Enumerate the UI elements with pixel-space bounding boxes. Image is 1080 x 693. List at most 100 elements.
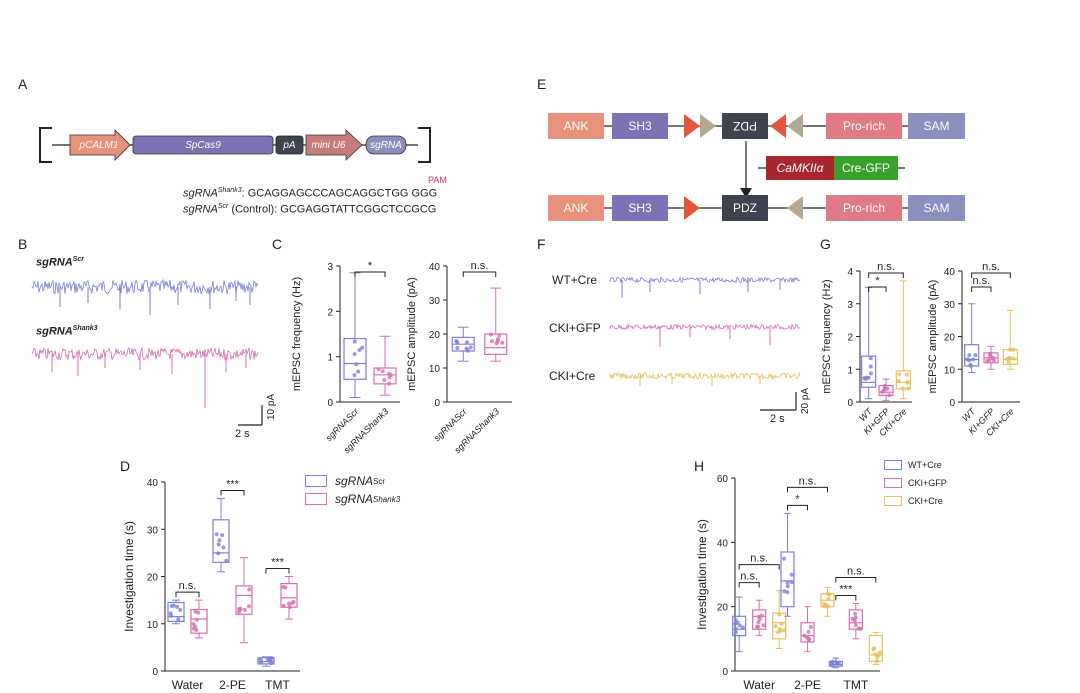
- chart-d-y-tick-label: 40: [147, 478, 159, 489]
- seq-scr-row: sgRNAScr (Control): GCGAGGTATTCGGCTCCGCG: [183, 203, 436, 216]
- legend-d-swatch-scr: [305, 475, 327, 487]
- chart-h-box-0-0-point: [734, 626, 739, 631]
- chart-d-y-tick-label: 30: [147, 525, 159, 536]
- chart-g-right-box-0-point: [971, 357, 976, 362]
- chart-d-box-0-0-point: [176, 617, 181, 622]
- chart-h-box-1-0-point: [782, 589, 787, 594]
- chart-g-left-box-0-point: [862, 376, 867, 381]
- chart-c-left-box-1-point: [382, 377, 387, 382]
- chart-h-box-1-1-box: [800, 622, 815, 643]
- chart-h-box-2-2-point: [875, 659, 880, 664]
- chart-h-box-1-0-point: [785, 584, 790, 589]
- chart-d-box-0-0-box: [167, 601, 185, 622]
- chart-h-sig-0-bracket: [738, 582, 760, 588]
- chart-g-left-sig-1-bracket: [868, 272, 904, 278]
- u6-box: mini U6: [311, 139, 346, 151]
- seq-shank3-seq: : GCAGGAGCCCAGCAGGCTGG GGG: [241, 187, 438, 200]
- chart-d-box-2-1-point: [291, 599, 296, 604]
- panel-label-g: G: [820, 236, 831, 252]
- chart-g-right-box-1-point: [985, 358, 990, 363]
- chart-g-right-sig-1-label: n.s.: [982, 261, 1000, 273]
- chart-h-box-1-0-point: [789, 580, 794, 585]
- seq-shank3-sup: Shank3: [217, 187, 242, 194]
- chart-h-box-0-0-box: [732, 615, 747, 637]
- legend-h-swatch-cre: [884, 496, 902, 506]
- chart-h-box-0-0-point: [740, 625, 745, 630]
- chart-g-right-box-2-point: [1011, 356, 1016, 361]
- chart-c-right-box-1-point: [488, 332, 493, 337]
- chart-c-left-sig-0-bracket: [354, 271, 386, 277]
- chart-d-box-2-0-point: [259, 660, 264, 665]
- chart-g-right-sig-1-bracket: [971, 272, 1011, 278]
- panel-label-a: A: [18, 76, 28, 92]
- chart-d-box-1-0-point: [221, 545, 226, 550]
- panel-label-b: B: [18, 236, 28, 252]
- chart-h-sig-5-bracket: [835, 576, 877, 583]
- chart-d-box-1-1-box: [235, 585, 253, 615]
- trace-b-bottom-sup: Shank3: [72, 325, 98, 332]
- legend-h-swatch-gfp: [884, 478, 902, 488]
- trace-b-svg: [31, 278, 263, 426]
- trace-b-bottom-label: sgRNAShank3: [36, 325, 98, 338]
- chart-g-right-box-0-point: [967, 353, 972, 358]
- chart-h-sig-3-label: n.s.: [799, 475, 817, 487]
- legend-h-item: CKI+GFP: [884, 478, 947, 488]
- chart-d-sig-1-label: ***: [226, 479, 240, 491]
- chart-h-box-1-2-point: [825, 591, 830, 596]
- chart-d-box-0-1-point: [196, 610, 201, 615]
- legend-h-gfp: CKI+GFP: [908, 478, 947, 488]
- chart-h-box-0-2-point: [781, 628, 786, 633]
- legend-h-swatch-wt: [884, 460, 902, 470]
- chart-c-left-y-label: mEPSC frequency (Hz): [291, 277, 303, 391]
- chart-h-x-tick-label: TMT: [844, 678, 869, 692]
- chart-d-y-tick-label: 0: [152, 667, 158, 678]
- chart-d-y-tick-label: 20: [147, 573, 159, 584]
- chart-g-left-y-tick-label: 1: [847, 365, 853, 376]
- cre-box: Cre-GFP: [834, 156, 898, 180]
- seq-scr-seq: (Control): GCGAGGTATTCGGCTCCGCG: [228, 203, 437, 216]
- chart-g-left-box-0-point: [866, 375, 871, 380]
- chart-g-right-box-2-point: [1006, 356, 1011, 361]
- chart-g-right-y-tick-label: 30: [944, 300, 956, 311]
- legend-h-cre: CKI+Cre: [908, 496, 943, 506]
- seq-scr-sup: Scr: [217, 203, 229, 210]
- chart-c-right-y-tick-label: 30: [429, 296, 441, 307]
- chart-c-left-box-0-box: [343, 337, 367, 380]
- chart-h-box-0-0-point: [733, 618, 738, 623]
- sam-box-bottom: SAM: [908, 195, 965, 221]
- chart-g-right-y-tick-label: 20: [944, 333, 956, 344]
- chart-d-box-0-0-point: [175, 604, 180, 609]
- chart-h-box-0-1-point: [757, 617, 762, 622]
- trace-f-scale-x: 2 s: [770, 413, 785, 425]
- chart-c-right-y-tick-label: 10: [429, 364, 441, 375]
- chart-h-sig-4-bracket: [835, 594, 857, 601]
- chart-h-box-0-0-point: [737, 623, 742, 628]
- chart-g-left-box-0-point: [868, 364, 873, 369]
- chart-c-left-y-tick-label: 3: [327, 262, 333, 273]
- chart-h-box-2-2-point: [873, 652, 878, 657]
- chart-d-box-2-0-box: [257, 657, 275, 665]
- chart-c-right-box-0-point: [455, 340, 460, 345]
- chart-d-box-2-0-point: [269, 661, 274, 666]
- chart-d-x-tick-label: TMT: [265, 678, 290, 692]
- chart-d-x-tick-label: 2-PE: [219, 678, 246, 692]
- chart-h-box-2-0-box: [828, 660, 843, 667]
- chart-h-box-2-1-point: [853, 623, 858, 628]
- chart-c-left-box-0-point: [360, 345, 365, 350]
- legend-d-swatch-shank3: [305, 493, 327, 505]
- chart-c-right-box-0-point: [468, 345, 473, 350]
- chart-h-box-1-0-point: [785, 580, 790, 585]
- trace-f-label-2: CKI+GFP: [549, 321, 601, 335]
- chart-h-box-1-0-point: [789, 572, 794, 577]
- chart-g-left-box-2-point: [904, 372, 909, 377]
- chart-d-sig-0-bracket: [175, 591, 200, 598]
- chart-g-left-box-1-point: [880, 390, 885, 395]
- chart-c-left-y-tick-label: 1: [327, 353, 333, 364]
- chart-d-box-1-0-point: [220, 533, 225, 538]
- chart-c-left-box-0-point: [352, 373, 357, 378]
